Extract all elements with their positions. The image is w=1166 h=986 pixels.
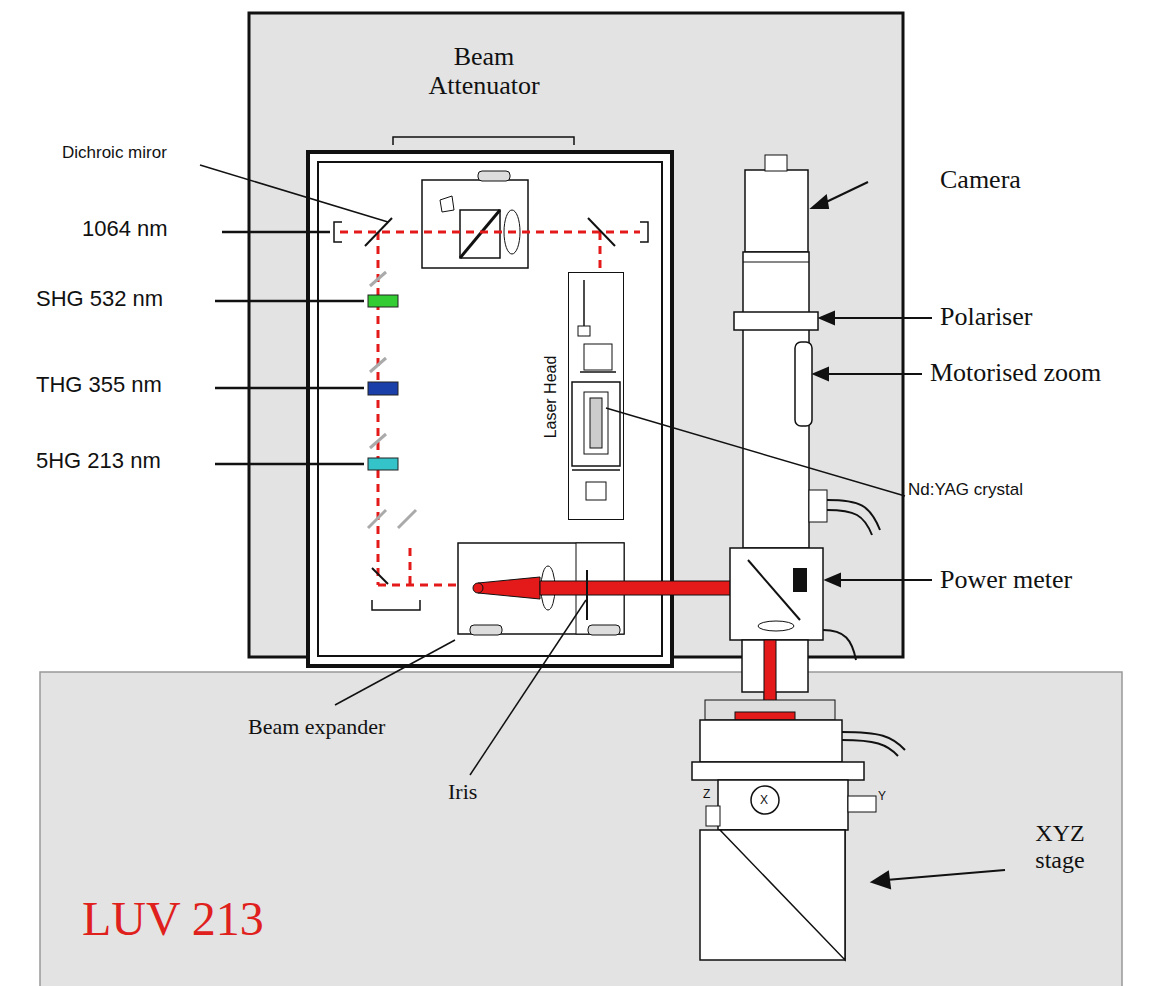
part-label: Motorised zoom xyxy=(930,358,1101,387)
part-label: Power meter xyxy=(940,565,1072,594)
wavelength-label: THG 355 nm xyxy=(36,373,162,398)
laser-head-box: Laser Head xyxy=(568,272,624,520)
part-label: Nd:YAG crystal xyxy=(908,480,1023,499)
system-name: LUV 213 xyxy=(82,892,264,946)
part-label: Camera xyxy=(940,165,1021,194)
part-label: XYZ stage xyxy=(1010,820,1110,874)
axis-label: X xyxy=(760,794,768,807)
wavelength-label: SHG 532 nm xyxy=(36,287,163,312)
part-label: Beam expander xyxy=(248,715,385,740)
wavelength-label: 1064 nm xyxy=(82,217,168,242)
part-label: Polariser xyxy=(940,302,1032,331)
section-title: Beam Attenuator xyxy=(409,42,559,100)
node-heading: Laser Head xyxy=(542,356,560,439)
wavelength-label: 5HG 213 nm xyxy=(36,449,161,474)
axis-label: Y xyxy=(878,790,886,803)
part-label: Dichroic miror xyxy=(62,143,167,162)
axis-label: Z xyxy=(703,788,710,801)
part-label: Iris xyxy=(448,780,477,805)
